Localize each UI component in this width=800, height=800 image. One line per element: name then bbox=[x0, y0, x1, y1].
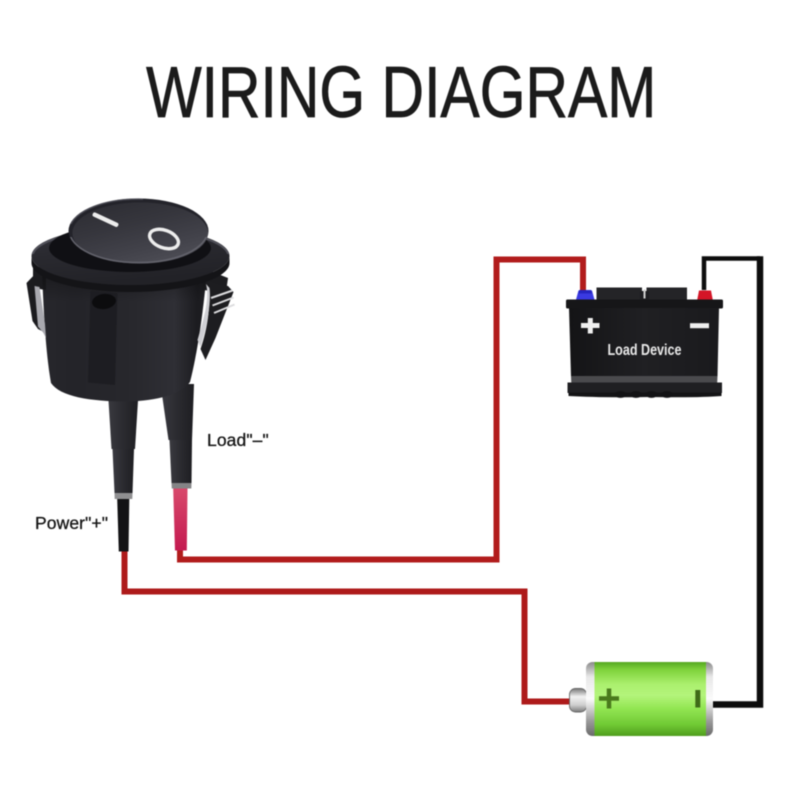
svg-text:Load Device: Load Device bbox=[608, 342, 682, 359]
